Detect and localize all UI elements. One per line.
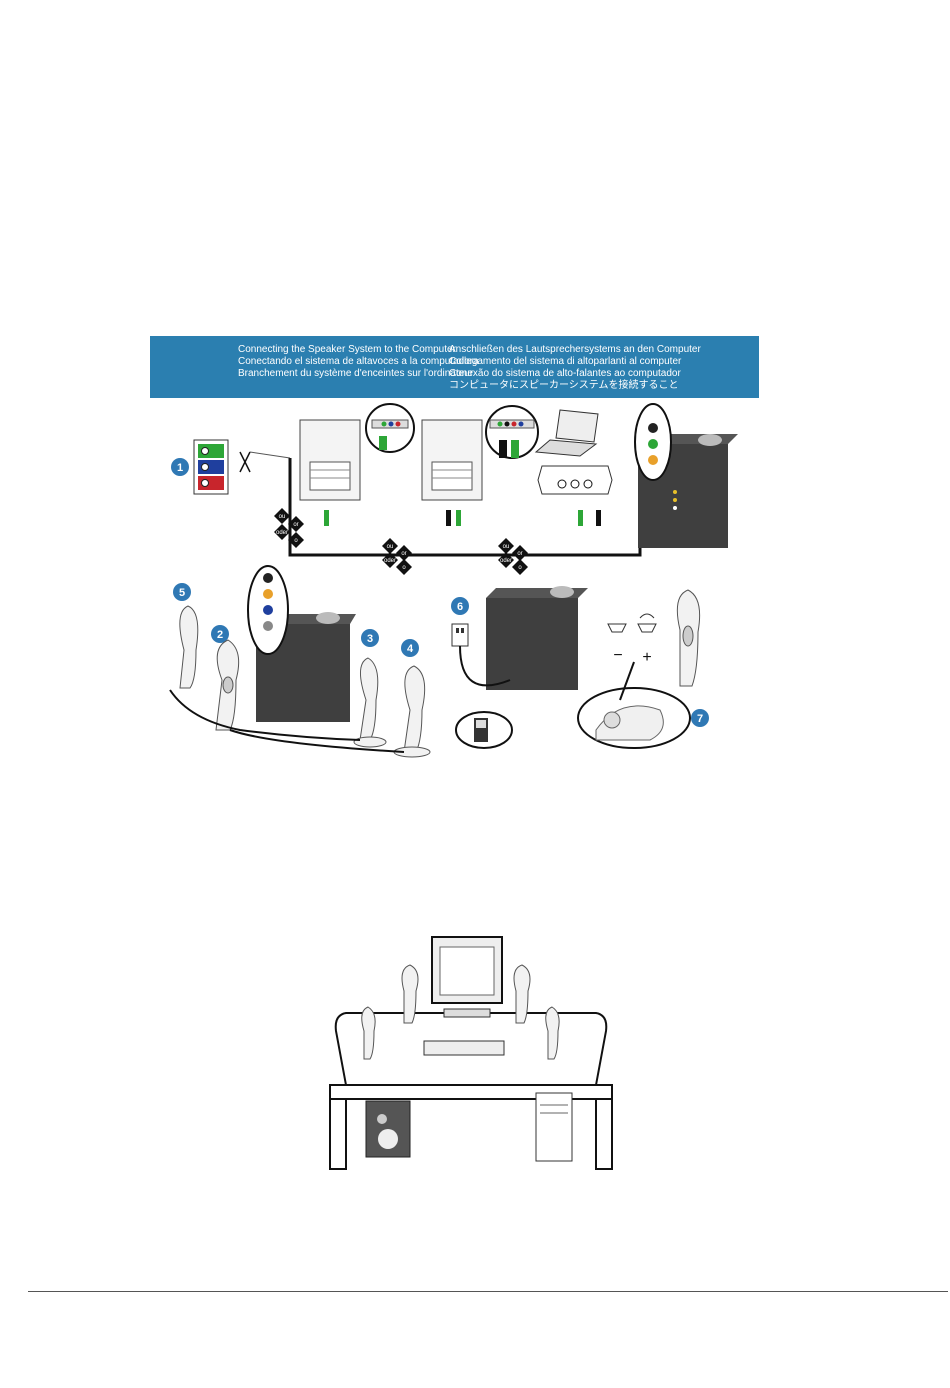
- svg-text:oder: oder: [500, 558, 512, 564]
- svg-text:3: 3: [367, 633, 373, 645]
- svg-text:7: 7: [697, 713, 703, 725]
- subwoofer-bottom-middle: [486, 586, 588, 690]
- desk-pc-tower: [535, 1092, 573, 1162]
- badge-step-1: 1: [171, 458, 189, 476]
- svg-text:4: 4: [407, 643, 414, 655]
- speaker-cables: [169, 689, 405, 753]
- satellite-speakers: [179, 605, 431, 758]
- monitor: [431, 936, 503, 1018]
- step-1-number: 1: [177, 462, 183, 474]
- subwoofer-bottom-left: [247, 565, 356, 722]
- svg-text:6: 6: [457, 601, 463, 613]
- or-marker-2: ou oder or o: [382, 538, 412, 575]
- banner-title-pt: Conexão do sistema de alto-falantes ao c…: [449, 368, 681, 379]
- satellite-right: [676, 589, 701, 687]
- svg-text:or: or: [401, 551, 406, 557]
- title-banner: Connecting the Speaker System to the Com…: [150, 336, 759, 398]
- badge-step-5: 5: [173, 583, 191, 601]
- computer-tower-2: [421, 405, 539, 501]
- svg-text:or: or: [293, 522, 298, 528]
- svg-text:2: 2: [217, 629, 223, 641]
- power-cable: [459, 645, 511, 687]
- svg-text:ou: ou: [387, 544, 394, 550]
- subwoofer-top: [634, 403, 738, 548]
- power-outlet-icon: [451, 623, 469, 647]
- or-marker-3: ou oder or o: [498, 538, 528, 575]
- badge-step-2: 2: [211, 625, 229, 643]
- svg-text:o: o: [518, 565, 522, 571]
- computer-tower-1: [299, 403, 415, 501]
- svg-text:ou: ou: [503, 544, 510, 550]
- svg-text:5: 5: [179, 587, 185, 599]
- volume-knob-detail: [577, 661, 691, 749]
- desk-subwoofer: [365, 1100, 411, 1158]
- svg-text:or: or: [517, 551, 522, 557]
- minus-label: −: [613, 647, 622, 664]
- svg-text:oder: oder: [384, 558, 396, 564]
- desk-setup-illustration: [329, 936, 613, 1170]
- or-marker-1: ou oder or o: [274, 508, 304, 548]
- banner-title-fr: Branchement du système d'enceintes sur l…: [238, 368, 474, 379]
- svg-text:o: o: [402, 565, 406, 571]
- svg-text:o: o: [294, 538, 298, 544]
- badge-step-3: 3: [361, 629, 379, 647]
- badge-step-4: 4: [401, 639, 419, 657]
- connection-diagram: 1 ou: [169, 403, 738, 758]
- desk-satellites: [361, 964, 560, 1060]
- polarity-icons: − +: [607, 613, 657, 666]
- keyboard: [423, 1040, 505, 1056]
- mp3-player-icon: [455, 711, 513, 749]
- banner-left-column: Connecting the Speaker System to the Com…: [238, 344, 479, 380]
- banner-title-it: Collegamento del sistema di altoparlanti…: [449, 356, 682, 367]
- svg-text:ou: ou: [279, 514, 286, 520]
- svg-text:oder: oder: [276, 530, 288, 536]
- plus-label: +: [642, 649, 651, 666]
- plug-cross-icon: [239, 451, 291, 473]
- jack-panel: [193, 439, 229, 495]
- audio-plugs: [324, 510, 601, 526]
- banner-title-ja: コンピュータにスピーカーシステムを接続すること: [449, 380, 679, 391]
- footer-rule: [28, 1291, 948, 1292]
- banner-right-column: Anschließen des Lautsprechersystems an d…: [449, 344, 701, 392]
- laptop-icon: [534, 409, 613, 495]
- badge-step-7: 7: [691, 709, 709, 727]
- banner-title-es: Conectando el sistema de altavoces a la …: [238, 356, 479, 367]
- banner-title-en: Connecting the Speaker System to the Com…: [238, 344, 456, 355]
- banner-title-de: Anschließen des Lautsprechersystems an d…: [449, 344, 701, 355]
- badge-step-6: 6: [451, 597, 469, 615]
